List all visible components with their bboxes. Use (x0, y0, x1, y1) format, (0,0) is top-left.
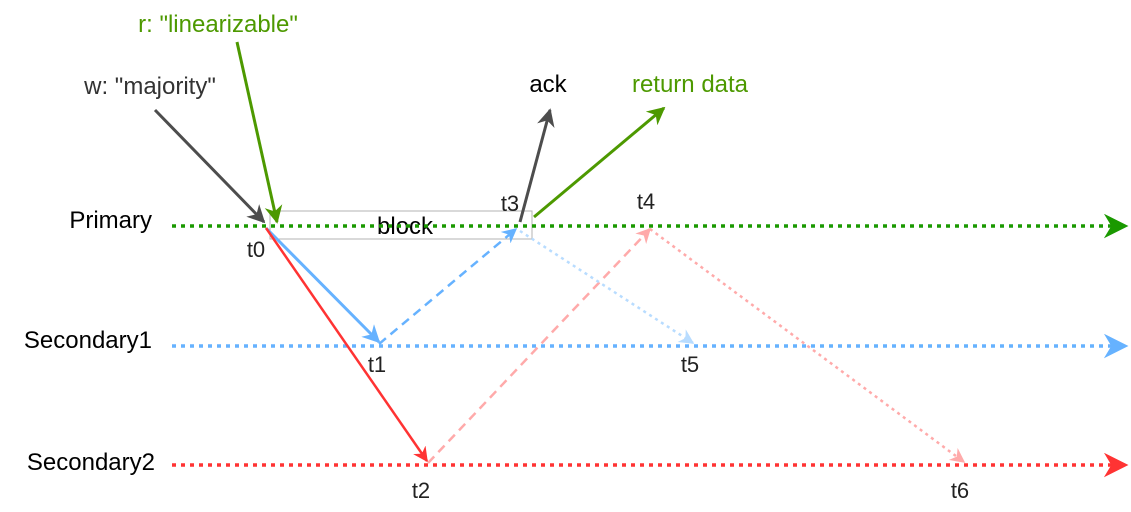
replicate-to-secondary1-arrow (264, 226, 381, 344)
commit-point-to-secondary1-arrow (519, 229, 695, 345)
lane-label-secondary1: Secondary1 (24, 327, 152, 354)
commit-point-to-secondary2-arrow (649, 227, 966, 464)
lane-label-primary: Primary (69, 207, 152, 234)
secondary2-ack-arrow (427, 227, 652, 464)
time-label-t0: t0 (247, 237, 265, 262)
ack-label: ack (529, 71, 567, 98)
time-label-t5: t5 (681, 352, 699, 377)
secondary1-ack-arrow (378, 228, 518, 345)
time-label-t3: t3 (501, 191, 519, 216)
read-request-arrow (235, 41, 283, 224)
time-label-t2: t2 (412, 478, 430, 503)
replicate-to-secondary2-arrow (264, 227, 429, 463)
return-data-arrow (533, 106, 666, 219)
time-label-t4: t4 (637, 189, 655, 214)
time-label-t6: t6 (951, 478, 969, 503)
write-concern-label: w: "majority" (83, 73, 216, 100)
write-request-arrow (153, 108, 266, 224)
read-concern-label: r: "linearizable" (138, 11, 298, 38)
time-label-t1: t1 (368, 352, 386, 377)
return-data-label: return data (632, 71, 749, 98)
lane-label-secondary2: Secondary2 (27, 449, 155, 476)
ack-arrow (518, 108, 555, 223)
